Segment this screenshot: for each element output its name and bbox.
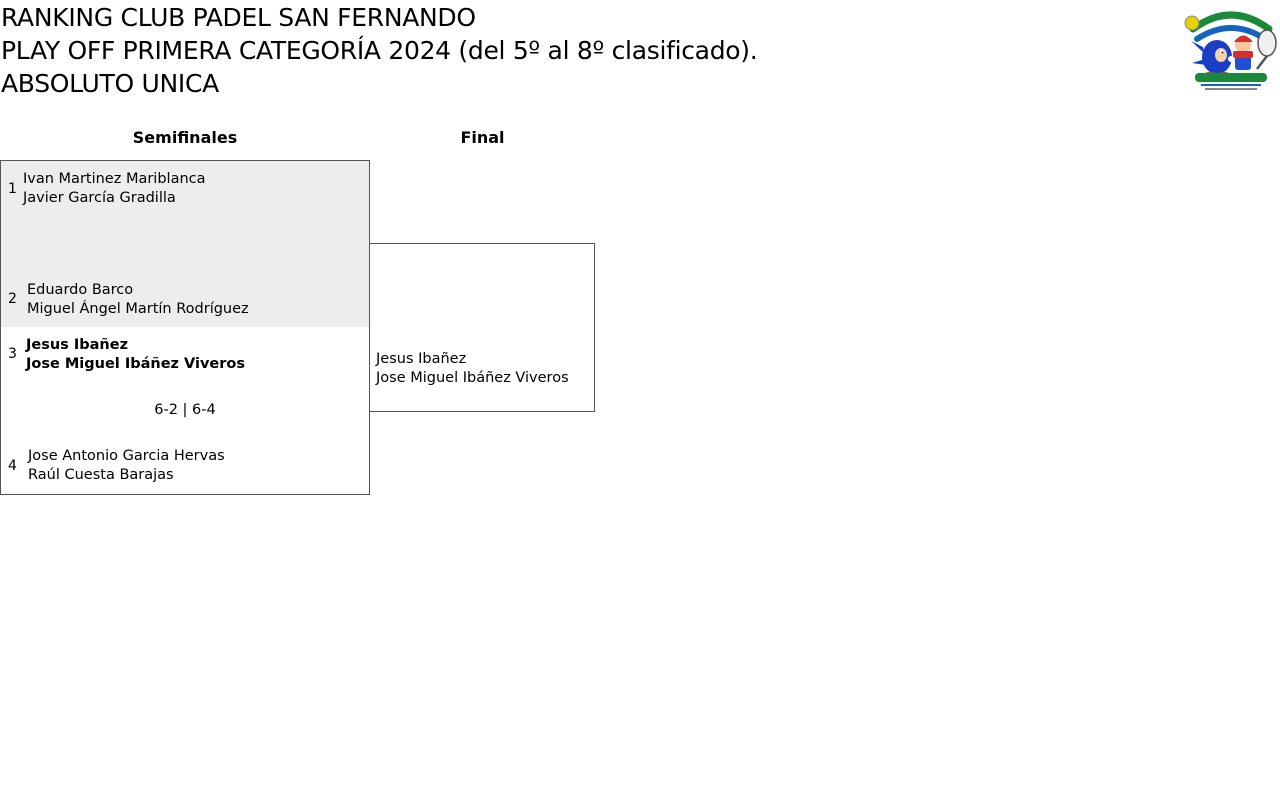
player-name: Raúl Cuesta Barajas [28,467,174,483]
team-entry: Ivan Martinez Mariblanca Javier García G… [23,170,206,208]
team-entry-winner: Jesus Ibañez Jose Miguel Ibáñez Viveros [26,336,245,374]
title-line-2: PLAY OFF PRIMERA CATEGORÍA 2024 (del 5º … [1,36,758,65]
match-score: 6-2 | 6-4 [154,402,216,418]
round-header-final: Final [460,128,505,147]
player-name: Jesus Ibañez [376,351,467,367]
team-entry: Jesus Ibañez Jose Miguel Ibáñez Viveros [376,350,569,388]
seed-number: 2 [8,291,17,307]
player-name: Jesus Ibañez [26,337,129,353]
title-line-1: RANKING CLUB PADEL SAN FERNANDO [1,3,476,32]
seed-number: 1 [8,181,17,197]
semifinal-match-1: 1 Ivan Martinez Mariblanca Javier García… [0,160,370,328]
player-name: Ivan Martinez Mariblanca [23,171,206,187]
player-name: Jose Antonio Garcia Hervas [28,448,225,464]
club-logo-icon [1183,7,1280,93]
final-match: Jesus Ibañez Jose Miguel Ibáñez Viveros [369,243,595,412]
semifinal-match-2: 3 Jesus Ibañez Jose Miguel Ibáñez Vivero… [0,327,370,495]
seed-number: 3 [8,346,17,362]
team-entry: Eduardo Barco Miguel Ángel Martín Rodríg… [27,281,249,319]
title-line-3: ABSOLUTO UNICA [1,69,219,98]
player-name: Jose Miguel Ibáñez Viveros [376,370,569,386]
seed-number: 4 [8,458,17,474]
player-name: Javier García Gradilla [23,190,176,206]
player-name: Jose Miguel Ibáñez Viveros [26,356,245,372]
team-entry: Jose Antonio Garcia Hervas Raúl Cuesta B… [28,447,225,485]
player-name: Miguel Ángel Martín Rodríguez [27,301,249,317]
player-name: Eduardo Barco [27,282,134,298]
round-header-semifinales: Semifinales [132,128,238,147]
